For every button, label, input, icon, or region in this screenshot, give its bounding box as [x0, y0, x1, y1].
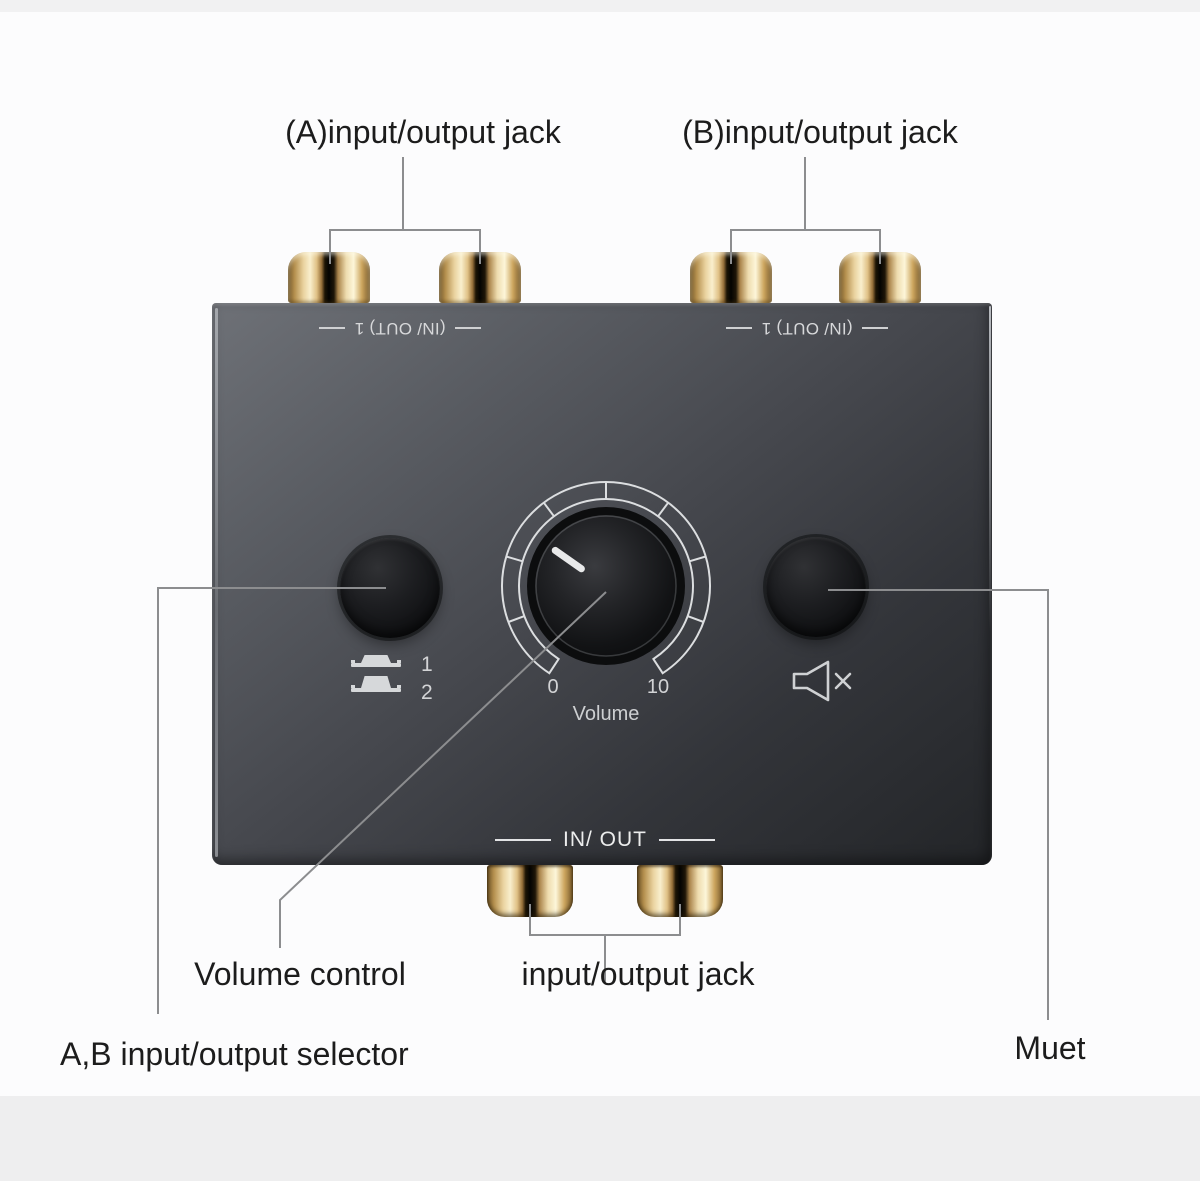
label-dash — [319, 327, 346, 329]
knob-indicator — [551, 546, 585, 573]
label-dash — [861, 327, 888, 329]
slide-switch-icon — [351, 655, 401, 692]
port-label-a: (IN/ OUT) 1 — [300, 318, 500, 338]
background-bottom-strip — [0, 1096, 1200, 1181]
label-jack-a: (A)input/output jack — [285, 114, 561, 150]
label-dash — [495, 839, 551, 841]
rca-jack-a1 — [288, 252, 370, 303]
switch-position-2-glyph — [351, 676, 401, 692]
label-jack-b: (B)input/output jack — [682, 114, 958, 150]
speaker-mute-icon — [792, 660, 852, 702]
label-mute: Muet — [1014, 1030, 1086, 1066]
rca-jack-b2 — [839, 252, 921, 303]
port-label-bottom-text: IN/ OUT — [563, 828, 647, 851]
rca-jack-b1 — [690, 252, 772, 303]
switch-position-1-glyph — [351, 655, 401, 667]
label-ab-selector: A,B input/output selector — [60, 1036, 409, 1072]
label-volume-control: Volume control — [194, 956, 406, 992]
mute-button[interactable] — [766, 537, 866, 637]
rca-jack-a2 — [439, 252, 521, 303]
volume-label: Volume — [572, 703, 640, 725]
label-io-jack-bottom: input/output jack — [521, 956, 755, 992]
background-top-strip — [0, 0, 1200, 12]
rca-jack-c2 — [637, 865, 723, 917]
label-dash — [726, 327, 753, 329]
volume-knob[interactable] — [491, 471, 721, 701]
selector-position-2-label: 2 — [421, 681, 433, 704]
port-label-b: (IN/ OUT) 1 — [707, 318, 907, 338]
label-dash — [454, 327, 481, 329]
volume-min-label: 0 — [547, 676, 559, 698]
port-label-a-text: (IN/ OUT) 1 — [354, 319, 446, 338]
selector-position-1-label: 1 — [421, 653, 433, 676]
volume-max-label: 10 — [646, 676, 670, 698]
rca-jack-c1 — [487, 865, 573, 917]
ab-selector-button[interactable] — [340, 538, 440, 638]
port-label-bottom: IN/ OUT — [485, 828, 725, 852]
label-dash — [659, 839, 715, 841]
port-label-b-text: (IN/ OUT) 1 — [761, 319, 853, 338]
